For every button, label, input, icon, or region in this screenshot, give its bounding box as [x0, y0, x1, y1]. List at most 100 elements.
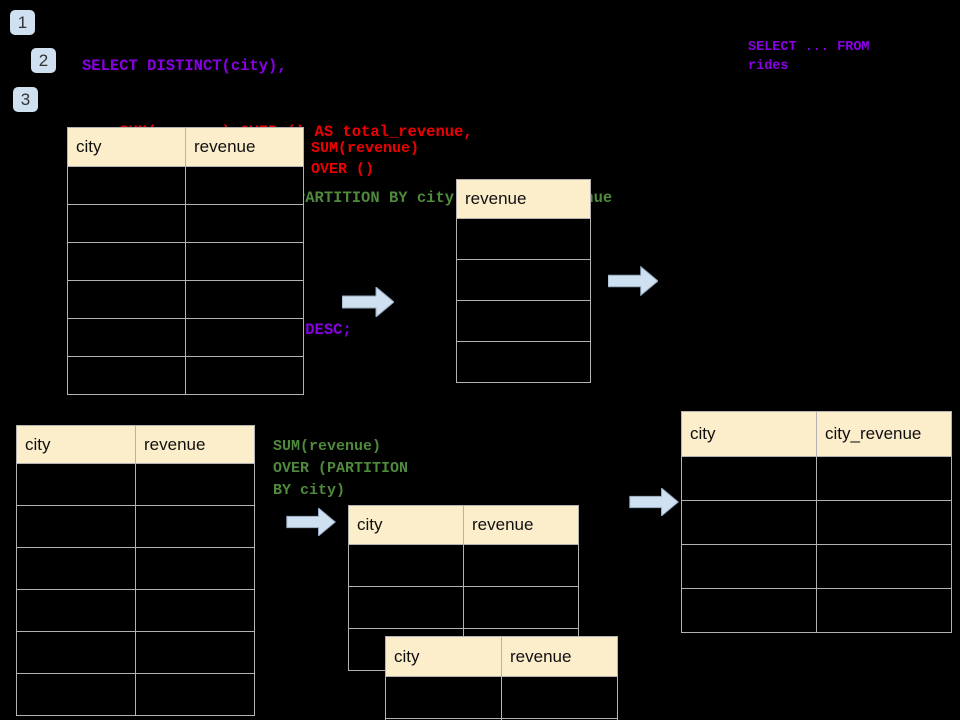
cell	[681, 500, 817, 545]
cell	[67, 356, 186, 395]
annotation-sum-over-empty: SUM(revenue) OVER ()	[311, 140, 420, 178]
column-header-city: city	[67, 127, 186, 167]
column-header-city: city	[348, 505, 464, 545]
cell	[456, 218, 591, 260]
arrow-top-right	[608, 266, 658, 296]
cell	[348, 544, 464, 587]
cell	[16, 631, 136, 674]
cell	[456, 259, 591, 301]
cell	[135, 547, 255, 590]
cell	[816, 544, 952, 589]
column-header-city: city	[16, 425, 136, 464]
column-header-city: city	[385, 636, 502, 677]
table-row	[67, 204, 304, 243]
table-partition-back: city revenue	[348, 505, 579, 671]
table-row	[681, 544, 952, 589]
cell	[816, 500, 952, 545]
step-badge-3: 3	[13, 87, 38, 112]
table-total-revenue: revenue	[456, 179, 591, 383]
table-header-row: revenue	[456, 179, 591, 219]
annotation-select-from: SELECT ... FROM rides	[748, 40, 870, 74]
sql-line-1: SELECT DISTINCT(city),	[82, 57, 287, 75]
cell	[16, 673, 136, 716]
step-badge-1: 1	[10, 10, 35, 35]
column-header-revenue: revenue	[185, 127, 304, 167]
table-source-top: city revenue	[67, 127, 304, 395]
table-row	[67, 166, 304, 205]
column-header-revenue: revenue	[135, 425, 255, 464]
cell	[185, 204, 304, 243]
table-row	[16, 505, 255, 548]
cell	[67, 318, 186, 357]
cell	[185, 318, 304, 357]
cell	[135, 673, 255, 716]
table-partition-front: city revenue	[385, 636, 618, 720]
cell	[16, 463, 136, 506]
table-row	[16, 463, 255, 506]
cell	[135, 463, 255, 506]
cell	[67, 242, 186, 281]
cell	[16, 589, 136, 632]
table-header-row: city city_revenue	[681, 411, 952, 457]
cell	[681, 588, 817, 633]
table-header-row: city revenue	[16, 425, 255, 464]
cell	[816, 588, 952, 633]
table-row	[348, 544, 579, 587]
table-row	[348, 586, 579, 629]
cell	[463, 544, 579, 587]
cell	[456, 300, 591, 342]
cell	[135, 589, 255, 632]
table-header-row: city revenue	[348, 505, 579, 545]
column-header-city-revenue: city_revenue	[816, 411, 952, 457]
cell	[185, 280, 304, 319]
table-row	[456, 341, 591, 383]
arrow-bottom-right	[629, 488, 679, 516]
table-row	[16, 589, 255, 632]
cell	[67, 166, 186, 205]
table-row	[67, 356, 304, 395]
table-row	[16, 547, 255, 590]
cell	[501, 676, 618, 719]
annotation-sum-over-partition: SUM(revenue) OVER (PARTITION BY city)	[273, 438, 409, 499]
cell	[185, 166, 304, 205]
cell	[816, 456, 952, 501]
cell	[135, 631, 255, 674]
cell	[185, 242, 304, 281]
table-row	[385, 676, 618, 719]
cell	[681, 544, 817, 589]
table-row	[456, 259, 591, 301]
table-result: city city_revenue	[681, 411, 952, 633]
cell	[385, 676, 502, 719]
cell	[135, 505, 255, 548]
cell	[67, 204, 186, 243]
cell	[16, 505, 136, 548]
column-header-city: city	[681, 411, 817, 457]
arrow-bottom-left	[286, 508, 336, 536]
table-row	[456, 218, 591, 260]
table-row	[67, 242, 304, 281]
table-row	[16, 631, 255, 674]
table-row	[456, 300, 591, 342]
cell	[185, 356, 304, 395]
cell	[681, 456, 817, 501]
table-row	[67, 318, 304, 357]
table-row	[681, 456, 952, 501]
cell	[16, 547, 136, 590]
table-row	[385, 718, 618, 720]
cell	[456, 341, 591, 383]
table-header-row: city revenue	[67, 127, 304, 167]
table-source-bottom: city revenue	[16, 425, 255, 716]
cell	[463, 586, 579, 629]
table-row	[16, 673, 255, 716]
table-row	[681, 500, 952, 545]
table-row	[67, 280, 304, 319]
column-header-revenue: revenue	[501, 636, 618, 677]
step-badge-2: 2	[31, 48, 56, 73]
cell	[67, 280, 186, 319]
column-header-revenue: revenue	[456, 179, 591, 219]
arrow-top-left	[342, 287, 394, 317]
cell	[348, 586, 464, 629]
table-header-row: city revenue	[385, 636, 618, 677]
column-header-revenue: revenue	[463, 505, 579, 545]
